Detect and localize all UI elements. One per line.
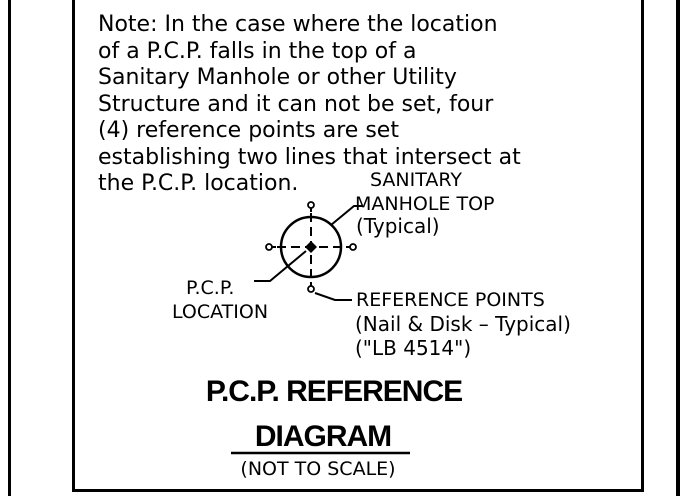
manhole-label-line: MANHOLE TOP [355, 193, 495, 215]
note-line: Sanitary Manhole or other Utility [98, 65, 457, 90]
diagram-title-second-line: DIAGRAM [255, 420, 391, 453]
diagram-title: P.C.P. REFERENCE [206, 375, 462, 408]
note-line: Note: In the case where the location [98, 12, 498, 37]
left-edge-rule [8, 0, 11, 496]
reference-point [307, 285, 315, 293]
note-line: Structure and it can not be set, four [98, 91, 494, 117]
pcp-center-point [305, 241, 317, 253]
note-line: of a P.C.P. falls in the top of a [98, 38, 417, 64]
note-line: the P.C.P. location. [98, 171, 299, 196]
pcp-label-line: LOCATION [172, 301, 268, 323]
manhole-label-line: SANITARY [370, 169, 462, 191]
diagram-frame [72, 0, 644, 492]
manhole-leader [330, 205, 362, 226]
reference-label-line: ("LB 4514") [355, 336, 471, 360]
note-line: establishing two lines that intersect at [98, 144, 521, 170]
reference-point [265, 243, 273, 251]
right-edge-rule [676, 0, 680, 496]
reference-label-line: REFERENCE POINTS [356, 289, 545, 311]
pcp-leader [254, 250, 307, 282]
reference-label-line: (Nail & Disk – Typical) [355, 312, 571, 336]
reference-leader [314, 292, 352, 301]
reference-point [307, 201, 315, 209]
manhole-label-line: (Typical) [356, 214, 440, 238]
note-paragraph: Note: In the case where the location of … [98, 12, 618, 198]
reference-point [349, 243, 357, 251]
pcp-label-line: P.C.P. [186, 277, 234, 299]
note-line: (4) reference points are set [98, 118, 399, 143]
scale-note: (NOT TO SCALE) [240, 458, 395, 480]
